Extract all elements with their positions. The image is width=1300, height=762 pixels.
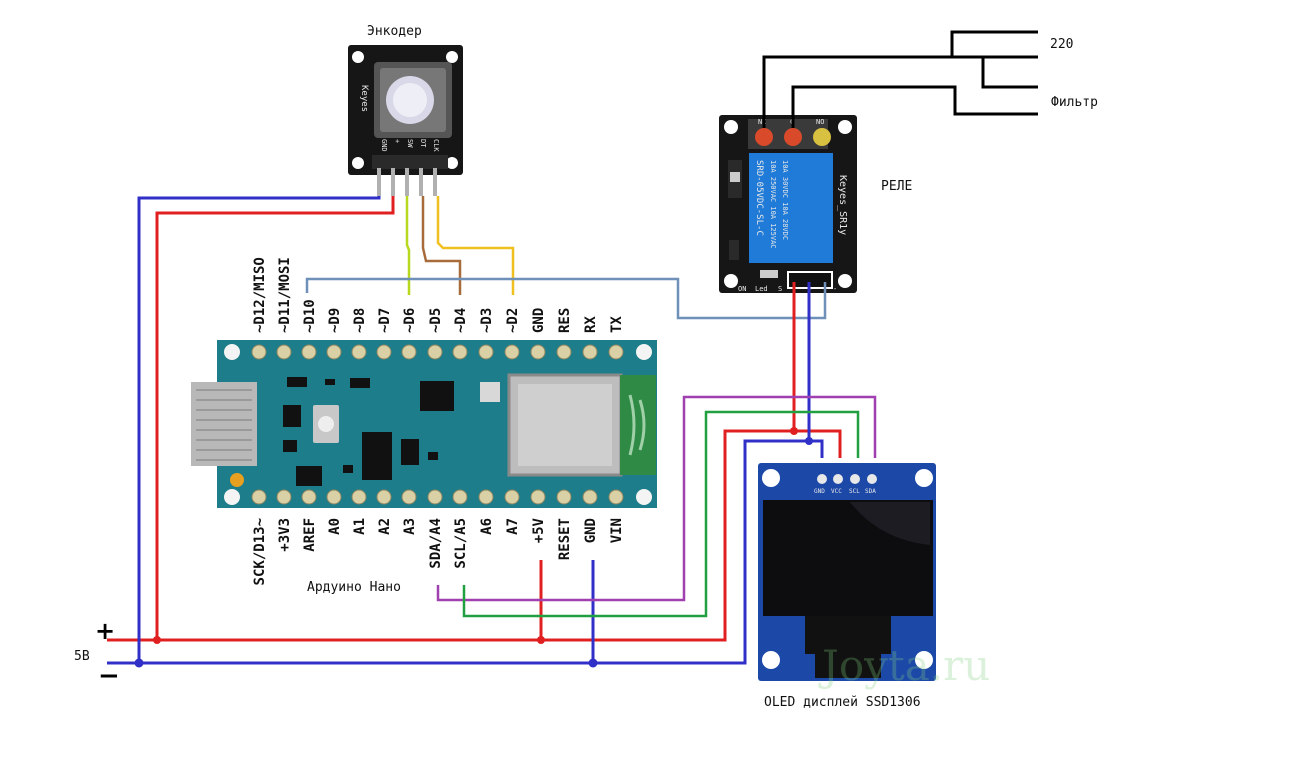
pin-label-sda-a4: SDA/A4 xyxy=(428,518,444,569)
wire-mains-220-top xyxy=(950,30,1038,57)
pin-label-res: RES xyxy=(557,308,573,333)
oled-module: GND VCC SCL SDA xyxy=(758,463,936,681)
oled-title: OLED дисплей SSD1306 xyxy=(764,695,921,710)
encoder-pin-silk-sw: SW xyxy=(406,139,414,148)
relay-minus-label: - xyxy=(833,285,837,293)
relay-terminal-no xyxy=(813,128,831,146)
relay-body xyxy=(749,153,833,263)
pin-label-vin: VIN xyxy=(609,518,625,543)
wire-encoder-dt xyxy=(421,196,462,295)
arduino-top-pin-labels: ~D12/MISO ~D11/MOSI ~D10 ~D9 ~D8 ~D7 ~D6… xyxy=(252,257,625,333)
arduino-nano-board xyxy=(191,340,657,508)
encoder-pin-silk-clk: CLK xyxy=(432,139,440,152)
pin-label-d9: ~D9 xyxy=(327,308,343,333)
relay-on-label: ON xyxy=(738,285,746,293)
wire-vcc xyxy=(155,196,842,642)
pin-label-d12: ~D12/MISO xyxy=(252,257,268,333)
pin-label-d13: SCK/D13~ xyxy=(252,518,268,585)
arduino-title: Ардуино Нано xyxy=(307,580,401,595)
relay-terminal-c xyxy=(784,128,802,146)
pin-label-d7: ~D7 xyxy=(377,308,393,333)
bottom-header-pads xyxy=(251,489,624,505)
pin-label-gnd-bottom: GND xyxy=(583,518,599,543)
wire-encoder-sw xyxy=(405,196,411,295)
arduino-bottom-pin-labels: SCK/D13~ +3V3 AREF A0 A1 A2 A3 SDA/A4 SC… xyxy=(252,517,625,585)
encoder-module: Keyes GND + SW DT CLK xyxy=(348,45,463,196)
plus-sign: + xyxy=(95,617,115,645)
pin-label-d8: ~D8 xyxy=(352,308,368,333)
encoder-pin-silk-dt: DT xyxy=(419,139,427,148)
relay-module: NC C NO SRD-05VDC-SL-C 10A 250VAC 10A 12… xyxy=(719,115,857,293)
pin-label-reset: RESET xyxy=(557,518,573,560)
pin-label-d4: ~D4 xyxy=(453,308,469,333)
top-header-pads xyxy=(251,344,624,360)
pin-label-d6: ~D6 xyxy=(402,308,418,333)
wire-mains-nc xyxy=(762,55,1038,128)
relay-terminal-nc xyxy=(755,128,773,146)
mains-220-label: 220 xyxy=(1050,37,1073,52)
relay-terminal-no-label: NO xyxy=(816,118,824,126)
relay-terminal-nc-label: NC xyxy=(758,118,766,126)
relay-rating-1: 10A 250VAC 10A 125VAC xyxy=(769,160,777,249)
pin-label-d5: ~D5 xyxy=(428,308,444,333)
pin-label-a3: A3 xyxy=(402,518,418,535)
pin-label-rx: RX xyxy=(583,316,599,333)
oled-pin-label-gnd: GND xyxy=(814,488,825,495)
pin-label-3v3: +3V3 xyxy=(277,518,293,552)
wire-mains-220-bottom xyxy=(981,57,1038,89)
pin-label-5v: +5V xyxy=(531,517,547,543)
pin-label-a6: A6 xyxy=(479,518,495,535)
encoder-pin-silk-plus: + xyxy=(393,139,401,143)
oled-pin-label-vcc: VCC xyxy=(831,488,842,495)
wire-scl xyxy=(462,410,860,618)
encoder-brand: Keyes xyxy=(359,85,369,112)
encoder-pin-silk-gnd: GND xyxy=(380,139,388,152)
junctions xyxy=(134,427,813,668)
pin-label-a2: A2 xyxy=(377,518,393,535)
usb-connector xyxy=(191,382,257,466)
pin-label-d10: ~D10 xyxy=(302,299,318,333)
wire-relay-signal xyxy=(305,277,827,320)
wire-mains-filter xyxy=(791,85,1038,128)
pin-label-gnd-top: GND xyxy=(531,308,547,333)
filter-label: Фильтр xyxy=(1051,95,1098,110)
oled-pin-label-scl: SCL xyxy=(849,488,860,495)
wire-encoder-clk xyxy=(436,196,515,295)
pin-label-a1: A1 xyxy=(352,518,368,535)
pin-label-scl-a5: SCL/A5 xyxy=(453,518,469,569)
relay-s-label: S xyxy=(778,285,782,293)
wire-sda xyxy=(436,395,877,602)
relay-model: SRD-05VDC-SL-C xyxy=(754,160,764,236)
pin-label-a0: A0 xyxy=(327,518,343,535)
relay-rating-2: 10A 30VDC 10A 28VDC xyxy=(781,160,789,240)
pin-label-d3: ~D3 xyxy=(479,308,495,333)
pin-label-d2: ~D2 xyxy=(505,308,521,333)
relay-brand: Keyes_SR1y xyxy=(837,175,848,235)
relay-title: РЕЛЕ xyxy=(881,179,912,194)
encoder-title: Энкодер xyxy=(367,24,422,39)
oled-pin-label-sda: SDA xyxy=(865,488,876,495)
pin-label-aref: AREF xyxy=(302,518,318,552)
watermark: Joyta.ru xyxy=(818,641,990,690)
pin-label-a7: A7 xyxy=(505,518,521,535)
pin-label-d11: ~D11/MOSI xyxy=(277,257,293,333)
relay-led-label: Led xyxy=(755,285,768,293)
minus-sign: − xyxy=(98,661,120,691)
pin-label-tx: TX xyxy=(609,316,625,333)
supply-voltage-label: 5В xyxy=(74,649,90,664)
